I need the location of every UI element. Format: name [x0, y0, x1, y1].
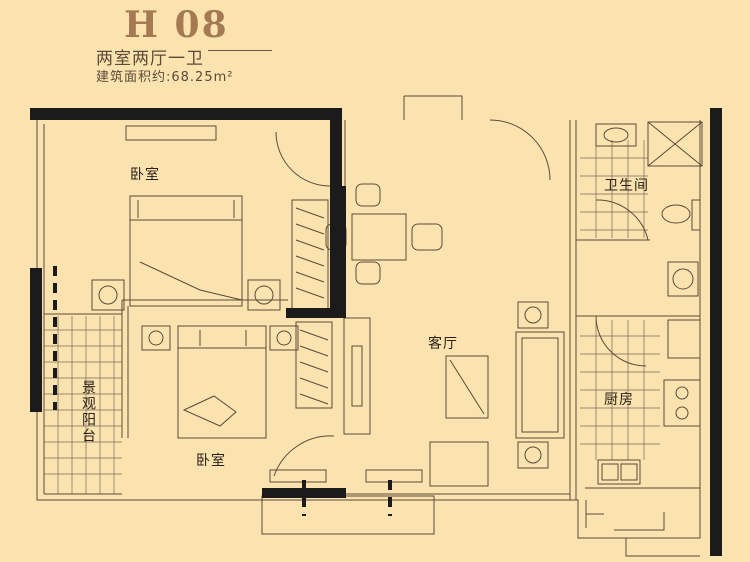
room-label-bedroom-top: 卧室: [130, 167, 160, 183]
door-kitchen: [595, 315, 647, 367]
layout-name: 两室两厅一卫: [96, 44, 208, 69]
unit-code: H 08: [124, 4, 229, 46]
door-bedroom-top: [275, 131, 331, 187]
door-bathroom: [595, 199, 649, 241]
balcony-tiles: [44, 316, 122, 494]
floor-area: 建筑面积约:68.25m²: [96, 70, 234, 85]
room-label-bedroom-bottom: 卧室: [196, 453, 226, 469]
dining-table: [351, 213, 407, 261]
bathroom-tiles: [580, 140, 648, 238]
room-label-bathroom: 卫生间: [604, 178, 649, 194]
coffee-table: [445, 355, 489, 419]
room-label-living-room: 客厅: [428, 336, 458, 352]
room-label-kitchen: 厨房: [604, 392, 634, 408]
structural-walls: [30, 108, 722, 556]
bed-top: [129, 195, 243, 307]
outer-outline: [36, 120, 701, 539]
door-entrance: [489, 119, 551, 181]
door-bedroom-bottom: [273, 435, 335, 477]
kitchen-tiles: [580, 320, 660, 460]
sofa: [515, 331, 565, 439]
room-label-balcony: 景观阳台: [80, 380, 96, 444]
bed-bottom: [177, 325, 267, 439]
